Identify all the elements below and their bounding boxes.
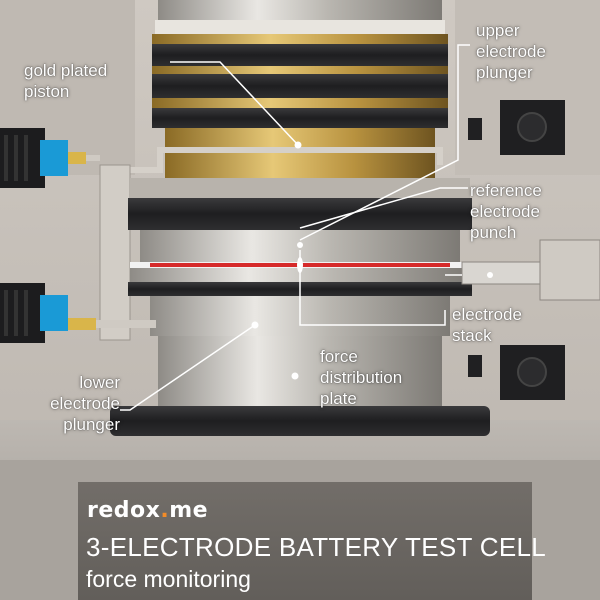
leader-reference-punch xyxy=(299,187,468,229)
upper-screw xyxy=(517,112,547,142)
dark-ring-1 xyxy=(152,44,448,66)
brand-name-accent: . xyxy=(160,498,170,523)
lower-connector xyxy=(0,283,156,343)
page-title: 3-ELECTRODE BATTERY TEST CELL xyxy=(86,532,546,562)
brand-logo: redox.me xyxy=(87,498,208,523)
base-gasket xyxy=(110,406,490,436)
leader-markers xyxy=(251,141,493,380)
dark-ring-2 xyxy=(152,74,448,98)
force-distribution-plate xyxy=(158,336,442,406)
label-electrode-stack: electrode stack xyxy=(452,305,522,345)
upper-shaft xyxy=(158,0,442,20)
label-gold-plated-piston: gold plated piston xyxy=(24,61,108,101)
leader-gold-piston xyxy=(170,61,299,146)
gold-ring-2 xyxy=(152,66,448,74)
lower-slot xyxy=(468,355,482,377)
stack-cap xyxy=(130,178,470,198)
leader-lower-plunger xyxy=(120,324,256,411)
upper-connector xyxy=(0,128,100,188)
upper-plunger-frame xyxy=(100,147,443,173)
label-force-distribution-plate: force distribution plate xyxy=(320,347,403,408)
left-wall xyxy=(99,164,131,341)
leader-upper-plunger xyxy=(299,44,470,241)
upper-shaft-collar xyxy=(155,20,445,34)
gold-ring-3 xyxy=(152,98,448,108)
page-subtitle: force monitoring xyxy=(86,566,251,592)
dark-ring-3 xyxy=(152,108,448,128)
leader-electrode-stack xyxy=(299,250,446,326)
brand-name-main: redox xyxy=(87,498,161,523)
brand-name-end: me xyxy=(169,498,209,523)
label-upper-electrode-plunger: upper electrode plunger xyxy=(476,21,546,82)
label-reference-electrode-punch: reference electrode punch xyxy=(470,181,542,242)
lower-screw xyxy=(517,357,547,387)
gold-ring-1 xyxy=(152,34,448,44)
upper-seal xyxy=(128,198,472,230)
upper-slot xyxy=(468,118,482,140)
gold-plated-piston xyxy=(165,128,435,180)
label-lower-electrode-plunger: lower electrode plunger xyxy=(50,373,120,434)
leader-lines xyxy=(120,44,470,411)
caption-panel xyxy=(78,482,532,600)
reference-punch-holder xyxy=(539,239,600,301)
